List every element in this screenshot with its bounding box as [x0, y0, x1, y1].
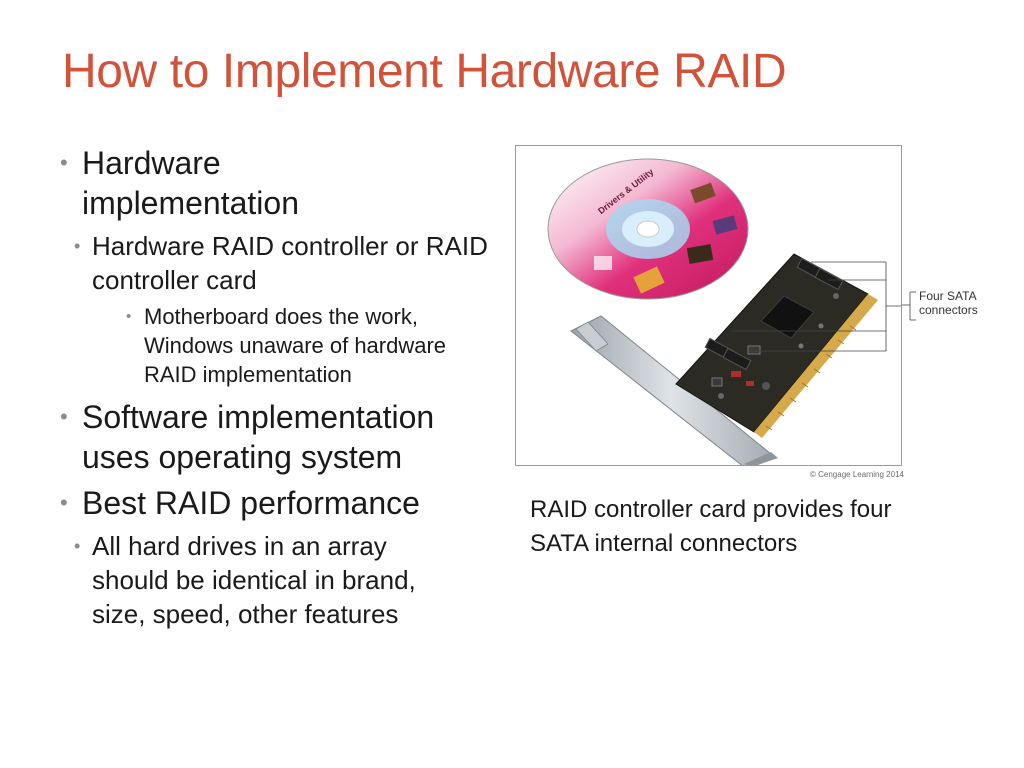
bullet-software-implementation: • Software implementation uses operating… — [60, 397, 500, 477]
bullet-raid-controller: • Hardware RAID controller or RAID contr… — [60, 229, 500, 297]
raid-card-figure: Drivers & Utility — [515, 145, 902, 466]
bullet-identical-drives: • All hard drives in an array should be … — [60, 529, 500, 631]
bullet-dot: • — [60, 404, 68, 429]
figure-caption: RAID controller card provides four SATA … — [530, 496, 892, 557]
figure-credit: © Cengage Learning 2014 — [810, 470, 904, 479]
bullet-dot: • — [60, 150, 68, 175]
callout-bracket — [902, 291, 916, 321]
callout-four-sata: Four SATA connectors — [919, 289, 978, 317]
bullet-dot: • — [74, 536, 81, 556]
slide-title: How to Implement Hardware RAID — [62, 45, 787, 98]
callout-leader-lines — [731, 261, 901, 352]
raid-card-illustration: Drivers & Utility — [547, 158, 901, 465]
bullet-dot: • — [126, 308, 132, 325]
bullet-text: Best RAID performance — [82, 485, 420, 521]
raid-controller-card — [675, 253, 878, 438]
bullet-text: Hardware RAID controller or RAID control… — [92, 231, 488, 295]
card-bracket — [570, 315, 778, 465]
bullet-text: Hardware implementation — [82, 145, 299, 221]
bullet-text: Motherboard does the work, Windows unawa… — [144, 304, 447, 387]
bullet-dot: • — [60, 490, 68, 515]
bullet-hardware-implementation: • Hardware implementation — [60, 143, 500, 223]
bullet-best-performance: • Best RAID performance — [60, 483, 500, 523]
bullet-dot: • — [74, 236, 81, 256]
bullet-motherboard: • Motherboard does the work, Windows una… — [60, 302, 500, 389]
bullet-text: All hard drives in an array should be id… — [92, 531, 416, 629]
bullet-list: • Hardware implementation • Hardware RAI… — [60, 143, 500, 636]
cd-disc: Drivers & Utility — [547, 158, 749, 300]
bullet-text: Software implementation uses operating s… — [82, 399, 435, 475]
